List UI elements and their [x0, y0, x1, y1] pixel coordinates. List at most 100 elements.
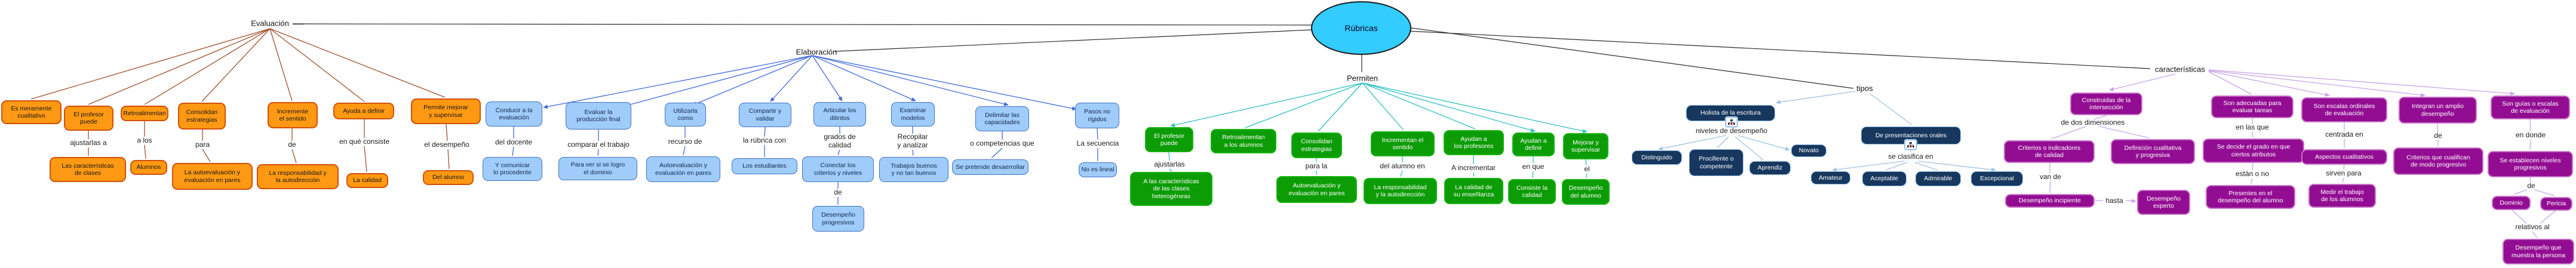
concept-node-o4a[interactable]: La autoevaluación y evaluación en pares	[172, 163, 253, 190]
concept-node-p4a[interactable]: Criterios que cualifican de modo progres…	[2393, 147, 2483, 175]
concept-node-b3[interactable]: Utilizarla como	[665, 103, 706, 127]
concept-node-b1[interactable]: Conducir a la evaluación	[486, 101, 542, 127]
concept-node-p2b[interactable]: Presentes en el desempeño del alumno	[2206, 185, 2295, 209]
link-label-l-b8[interactable]: La secuencia	[1076, 139, 1119, 148]
concept-node-g6a[interactable]: Consiste la calidad	[1508, 179, 1556, 204]
link-label-l-g5[interactable]: A incrementar	[1451, 164, 1496, 172]
link-label-l-p5bc[interactable]: relativos al	[2515, 223, 2550, 232]
branch-caracteristicas[interactable]: características	[2155, 64, 2205, 74]
link-label-l-b7[interactable]: o competencias que	[970, 139, 1034, 148]
concept-node-g1a[interactable]: A las características de las clases hete…	[1130, 172, 1212, 206]
concept-node-p3a[interactable]: Aspectos cualitativos	[2301, 149, 2387, 165]
concept-node-t2a[interactable]: Amateur	[1811, 171, 1850, 184]
concept-node-p1a2[interactable]: Desempeño experto	[2137, 190, 2190, 215]
concept-node-o5[interactable]: Incremente el sentido	[268, 102, 318, 128]
concept-node-o3[interactable]: Retroalimentan	[121, 106, 168, 121]
concept-node-g5a[interactable]: La calidad de su enseñlanza	[1444, 178, 1503, 204]
link-label-l-b1[interactable]: del docente	[495, 138, 533, 147]
link-label-l-o3[interactable]: a los	[137, 136, 152, 145]
link-label-l-o7[interactable]: el desempeño	[424, 140, 469, 149]
link-label-l-o2[interactable]: ajustarlas a	[70, 138, 107, 147]
concept-node-g3[interactable]: Consolidan estrategias	[1291, 133, 1342, 158]
link-label-l-b5[interactable]: grados de calidad	[824, 133, 856, 149]
concept-node-o2[interactable]: El profesor puede	[64, 106, 113, 131]
concept-node-g4a[interactable]: La responsabilidad y la autodirección	[1364, 178, 1437, 204]
concept-node-p1a1[interactable]: Desempeño incipiente	[2005, 194, 2095, 208]
concept-node-p1a[interactable]: Criterios o indicadores de calidad	[2004, 140, 2095, 163]
concept-node-b1a[interactable]: Y comunicar lo procedente	[483, 157, 542, 181]
concept-node-b4a[interactable]: Los estudiantes	[732, 158, 797, 174]
concept-node-o4[interactable]: Consolidan estrategias	[178, 103, 226, 130]
concept-node-p3[interactable]: Son escalas ordinales de evaluación	[2301, 97, 2387, 122]
concept-node-b6[interactable]: Examinar modelos	[891, 102, 935, 127]
concept-node-p2a[interactable]: Se decide el grado en que ciertos atribu…	[2203, 138, 2304, 163]
link-label-l-p3[interactable]: centrada en	[2325, 130, 2363, 139]
link-label-l-hasta[interactable]: hasta	[2105, 196, 2123, 205]
concept-node-g4[interactable]: Incrementan el sentido	[1371, 131, 1435, 156]
concept-node-b2a[interactable]: Para ver si se logro el dominio	[558, 157, 637, 180]
concept-node-p5a[interactable]: Se establecen niveles progresivos	[2488, 151, 2573, 177]
concept-node-b7a[interactable]: Se pretende desaerrollar	[952, 159, 1028, 175]
concept-node-p5d[interactable]: Desempeño que muestra la persona	[2503, 239, 2574, 264]
link-label-l-g7[interactable]: el	[1584, 165, 1590, 174]
link-label-l-p2a[interactable]: están o no	[2235, 170, 2270, 178]
link-label-l-p5[interactable]: en donde	[2515, 131, 2546, 140]
concept-node-o1[interactable]: Es meramente cualitativo	[1, 100, 62, 124]
link-label-l-t2[interactable]: se clasifica en	[1888, 152, 1933, 161]
concept-node-t1d[interactable]: Novato	[1791, 144, 1826, 157]
link-label-l-t1[interactable]: niveles de desempeño	[1695, 127, 1768, 135]
concept-node-p1[interactable]: Construidas de la intersección	[2070, 93, 2142, 115]
concept-node-p3b[interactable]: Medir el trabajo de los alumnos	[2308, 184, 2376, 208]
link-label-l-p1[interactable]: de dos dimensiones	[2061, 118, 2125, 127]
branch-evaluacion[interactable]: Evaluación	[251, 19, 289, 28]
concept-node-t1a[interactable]: Distinguido	[1632, 150, 1682, 165]
link-label-l-p2[interactable]: en las que	[2236, 123, 2269, 132]
concept-node-o6a[interactable]: La calidad	[346, 173, 388, 188]
link-label-l-p5a[interactable]: de	[2527, 181, 2535, 190]
concept-node-p5c[interactable]: Pericia	[2540, 197, 2572, 211]
link-label-l-g3[interactable]: para la	[1305, 162, 1328, 171]
link-label-l-g6[interactable]: en que	[1522, 162, 1545, 171]
concept-node-o2a[interactable]: Las características de clases	[50, 157, 126, 182]
concept-node-p1b[interactable]: Definición cualitativa y progresiva	[2111, 139, 2195, 164]
concept-node-o6[interactable]: Ayuda a definir	[333, 103, 394, 119]
link-label-l-b4[interactable]: la rúbrica con	[742, 136, 787, 145]
concept-node-o7[interactable]: Permite mejorar y supervisar	[411, 98, 481, 124]
concept-node-g3a[interactable]: Autoevaluación y evaluación en pares	[1276, 176, 1357, 203]
link-label-l-b6[interactable]: Recopilar y analizar	[897, 133, 928, 149]
concept-node-t2b[interactable]: Aceptable	[1862, 171, 1906, 186]
concept-node-g7[interactable]: Mejorar y supervisar	[1563, 133, 1608, 159]
concept-node-o5a[interactable]: La responsabilidad y la autodirección	[257, 164, 339, 189]
branch-elaboracion[interactable]: Elaboración	[796, 47, 837, 57]
concept-node-b5a[interactable]: Conectar los criterios y niveles	[802, 156, 874, 182]
concept-node-o3a[interactable]: Alumnos	[130, 160, 167, 175]
link-label-l-p3a[interactable]: sirven para	[2326, 169, 2362, 178]
link-label-l-b2[interactable]: comparar el trabajo	[567, 140, 630, 149]
concept-node-p5[interactable]: Son guías o escalas de evaluación	[2491, 96, 2570, 119]
link-label-l-o6[interactable]: en qué consiste	[339, 137, 390, 146]
concept-node-b2[interactable]: Evaluar la producción final	[566, 102, 631, 130]
link-label-l-g1[interactable]: ajustarlas	[1154, 160, 1185, 169]
link-label-l-g4[interactable]: del alumno en	[1380, 162, 1425, 171]
branch-permiten[interactable]: Permiten	[1346, 73, 1378, 83]
concept-node-p5b[interactable]: Dominio	[2492, 196, 2531, 210]
org-chart-icon[interactable]	[1905, 140, 1917, 150]
concept-node-b6a[interactable]: Trabajos buenos y no tan buenos	[879, 157, 948, 182]
link-label-l-o4[interactable]: para	[195, 140, 210, 149]
concept-node-p2[interactable]: Son adecuadas para evaluar tareas	[2211, 96, 2293, 118]
org-chart-icon[interactable]	[1725, 117, 1737, 127]
concept-node-g2[interactable]: Retroalimentan a los alumnos	[1211, 129, 1276, 153]
concept-node-g1[interactable]: El profesor puede	[1145, 127, 1193, 152]
concept-node-b5b[interactable]: Desempeño progresivos	[812, 206, 864, 232]
concept-node-g5[interactable]: Ayudan a los profesores	[1444, 130, 1504, 155]
concept-node-g7a[interactable]: Desempeño del alumno	[1562, 179, 1610, 205]
link-label-l-p4[interactable]: de	[2434, 131, 2442, 140]
concept-node-o7a[interactable]: Del alumno	[423, 170, 474, 185]
concept-node-t1c[interactable]: Aprendiz	[1749, 161, 1791, 175]
root-node-rubricas[interactable]: Rúbricas	[1311, 1, 1411, 55]
concept-node-b3a[interactable]: Autoevaluación y evaluación en pares	[646, 156, 720, 182]
concept-node-g6[interactable]: Ayudan a definir	[1512, 133, 1555, 156]
link-label-l-b5b[interactable]: de	[834, 188, 842, 197]
concept-node-b7[interactable]: Delimitar las capacidades	[975, 106, 1029, 131]
concept-node-t2c[interactable]: Admirable	[1915, 171, 1961, 186]
